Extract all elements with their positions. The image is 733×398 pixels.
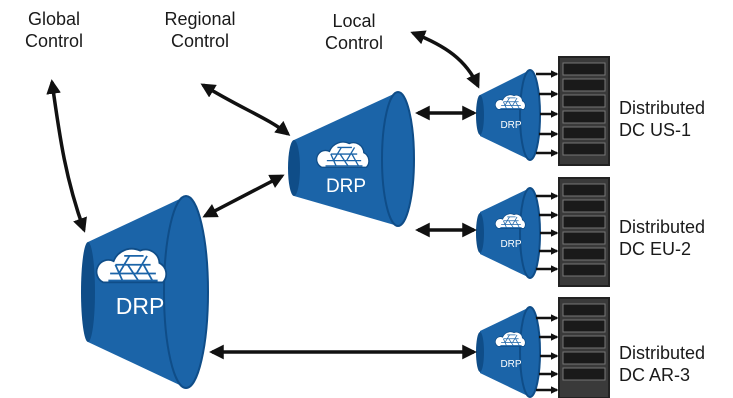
server-rack-us bbox=[558, 56, 610, 166]
regional-drp-node bbox=[288, 91, 415, 227]
local-drp-node-us bbox=[476, 69, 541, 161]
local-drp-label-eu: DRP bbox=[500, 239, 521, 250]
global-control-line2: Control bbox=[24, 31, 84, 51]
rack-feed-arrows bbox=[536, 70, 559, 394]
datacenter-label-line2: DC US-1 bbox=[619, 120, 692, 140]
local-drp-node-eu bbox=[476, 187, 541, 279]
datacenter-label-line1: Distributed bbox=[619, 217, 706, 237]
global-regional-arrow bbox=[202, 174, 285, 218]
local-drp-label-us: DRP bbox=[500, 120, 521, 131]
global-control-line1: Global bbox=[27, 9, 81, 29]
datacenter-label-line2: DC EU-2 bbox=[619, 239, 692, 259]
datacenter-label-eu: Distributed DC EU-2 bbox=[619, 216, 729, 260]
datacenter-label-line2: DC AR-3 bbox=[619, 365, 691, 385]
local-drp-label-ar: DRP bbox=[500, 359, 521, 370]
regional-control-label: Regional Control bbox=[148, 8, 252, 52]
server-rack-eu bbox=[558, 177, 610, 287]
global-control-arrow bbox=[46, 79, 87, 233]
regional-control-line1: Regional bbox=[164, 9, 236, 29]
local-drp-node-ar bbox=[476, 306, 541, 398]
server-rack-ar bbox=[558, 297, 610, 398]
local-control-arrow bbox=[410, 30, 480, 89]
datacenter-label-line1: Distributed bbox=[619, 343, 706, 363]
datacenter-label-line1: Distributed bbox=[619, 98, 706, 118]
datacenter-label-ar: Distributed DC AR-3 bbox=[619, 342, 729, 386]
local-control-label: Local Control bbox=[308, 10, 400, 54]
regional-control-line2: Control bbox=[170, 31, 230, 51]
local-control-line1: Local bbox=[332, 11, 376, 31]
global-control-label: Global Control bbox=[8, 8, 100, 52]
global-drp-node bbox=[81, 195, 209, 389]
datacenter-label-us: Distributed DC US-1 bbox=[619, 97, 729, 141]
local-control-line2: Control bbox=[324, 33, 384, 53]
regional-control-arrow bbox=[200, 83, 291, 136]
global-drp-label: DRP bbox=[116, 293, 165, 319]
regional-drp-label: DRP bbox=[326, 176, 366, 197]
